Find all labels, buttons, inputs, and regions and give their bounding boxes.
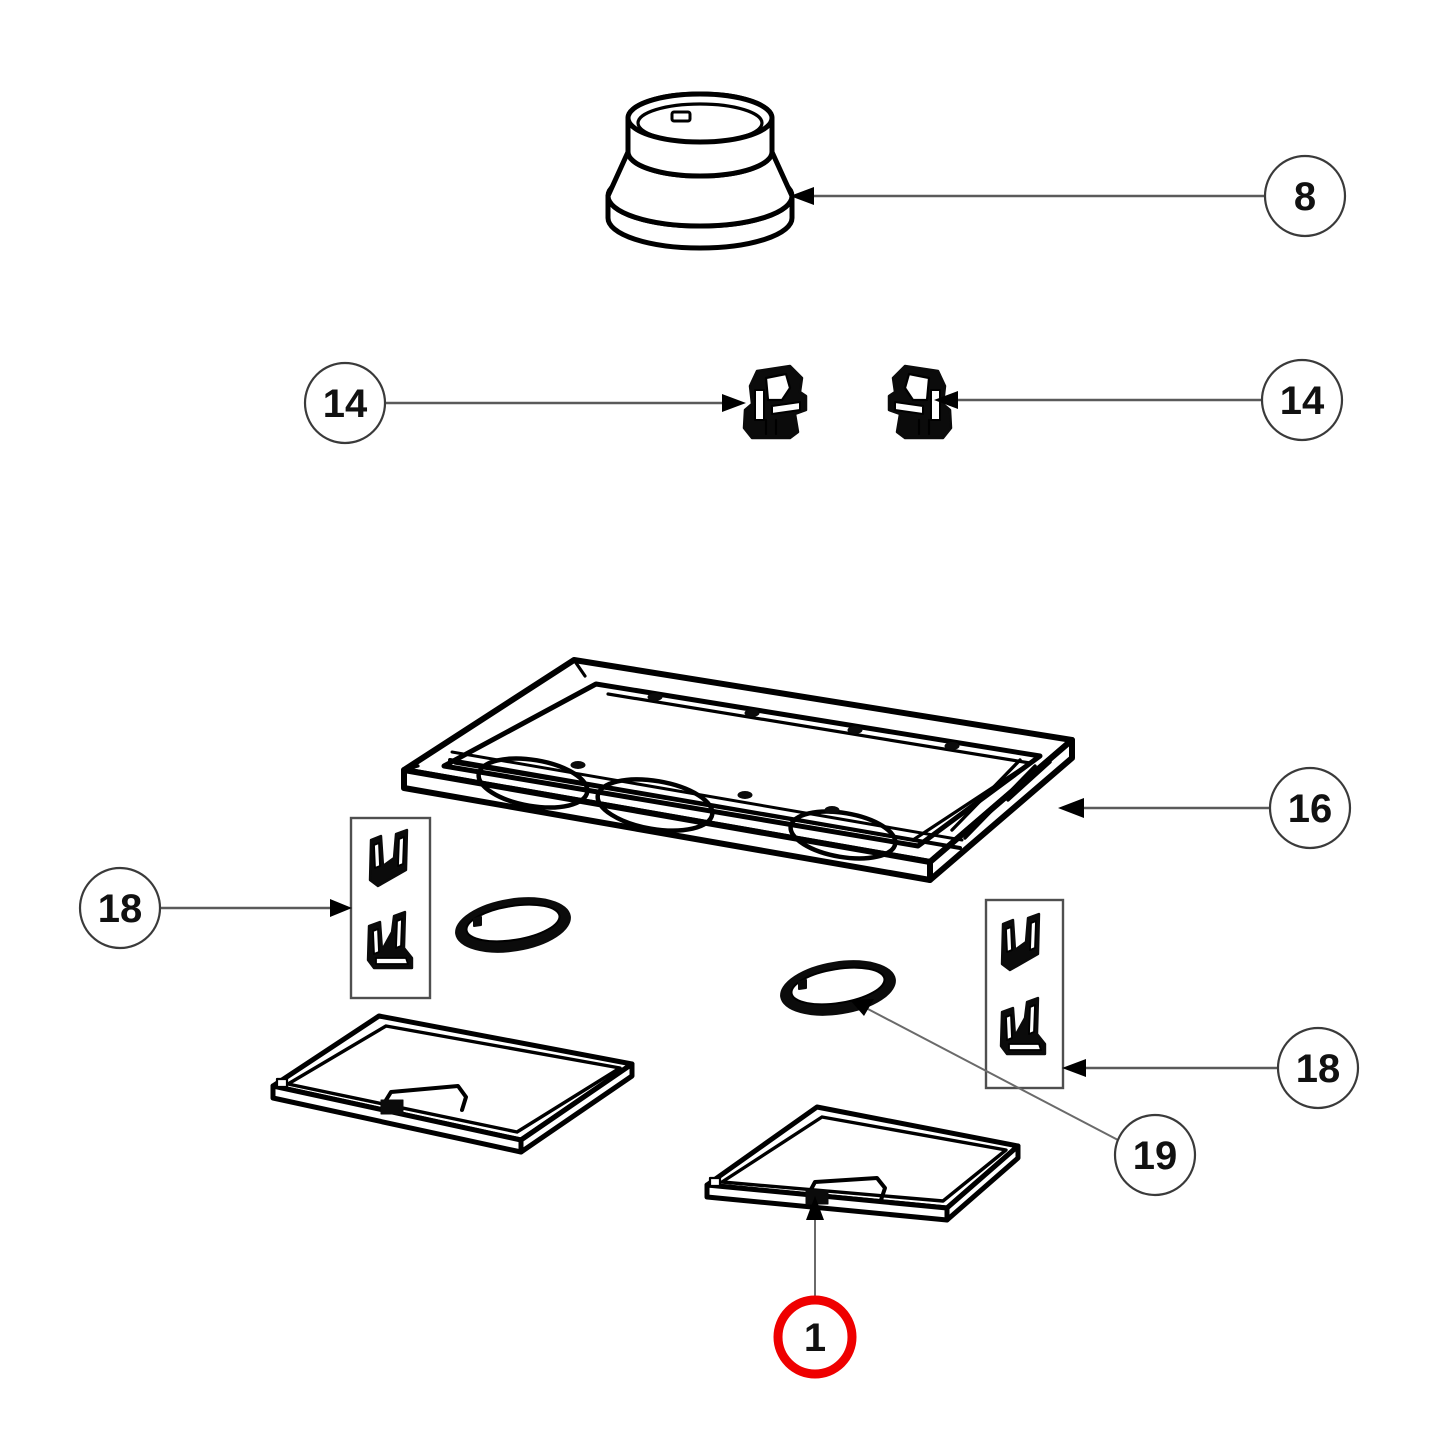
callout-18-right-circle[interactable] <box>1276 1026 1360 1110</box>
part-duct-transition-adapter[interactable] <box>605 91 795 251</box>
clip-kit-right-box-outline <box>984 898 1065 1090</box>
part-grease-filter-rear[interactable] <box>270 1013 635 1155</box>
part-clip-kit-box-left[interactable] <box>349 816 432 1000</box>
callout-18-left-label: 18 <box>98 887 143 931</box>
callout-14-left-label: 14 <box>323 382 368 426</box>
leader-callout-18-right <box>1062 1059 1278 1077</box>
bracket-left-flange-hi <box>771 401 801 415</box>
bracket-right-base-detail <box>917 418 931 436</box>
callout-16-label: 16 <box>1288 787 1333 831</box>
gasket-right-tab <box>798 979 807 990</box>
bracket-right-flange-hi <box>894 401 924 415</box>
part-oval-gasket-left[interactable] <box>452 890 575 960</box>
callout-14-right-label: 14 <box>1280 379 1325 423</box>
gasket-right-inner <box>790 966 886 1006</box>
leader-callout-14-left <box>385 394 746 412</box>
callout-14-right-circle[interactable] <box>1260 358 1344 442</box>
bracket-right-face-hi <box>903 372 931 402</box>
callout-19[interactable]: 19 <box>1113 1113 1197 1197</box>
bracket-left-base-detail <box>764 418 778 436</box>
callout-19-circle[interactable] <box>1113 1113 1197 1197</box>
filter-rear-inner-border <box>286 1024 622 1134</box>
callout-18-right-label: 18 <box>1296 1047 1341 1091</box>
adapter-locating-tab <box>670 110 692 123</box>
leader-callout-18-left <box>160 899 352 917</box>
part-clip-kit-box-right[interactable] <box>984 898 1065 1090</box>
part-grease-filter-front[interactable] <box>704 1104 1021 1223</box>
filter-front-handle <box>806 1176 887 1202</box>
callout-1-circle[interactable] <box>773 1295 857 1379</box>
frame-left-corner-detail <box>402 658 587 772</box>
frame-cross-rail <box>448 758 962 850</box>
callout-19-label: 19 <box>1133 1134 1178 1178</box>
bracket-left-slot <box>754 389 765 421</box>
callout-8-circle[interactable] <box>1263 154 1347 238</box>
leader-callout-16 <box>1058 798 1270 818</box>
frame-boss-marks <box>570 693 960 814</box>
clip-kit-left-item-lower <box>366 910 414 970</box>
frame-cutout-2 <box>595 777 715 833</box>
gasket-left-tab <box>473 916 482 927</box>
callout-1-label: 1 <box>804 1316 826 1360</box>
clip-kit-left-box-outline <box>349 816 432 1000</box>
clip-kit-left-item-upper <box>368 828 409 888</box>
leader-callout-8 <box>790 187 1265 205</box>
bracket-right-slot <box>930 389 941 421</box>
callout-16-circle[interactable] <box>1268 766 1352 850</box>
adapter-inner-bore <box>636 102 764 144</box>
callout-14-left-circle[interactable] <box>303 361 387 445</box>
clip-kit-right-item-upper <box>1000 912 1041 972</box>
callout-14-left[interactable]: 14 <box>303 361 387 445</box>
callout-1-highlighted[interactable]: 1 <box>773 1295 857 1379</box>
part-main-housing-frame[interactable] <box>401 657 1075 883</box>
filter-front-right-edge <box>944 1143 1021 1223</box>
callout-8-label: 8 <box>1294 175 1316 219</box>
frame-right-end-detail <box>950 758 1052 840</box>
filter-rear-handle-base <box>380 1099 404 1115</box>
filter-rear-corner-rivet <box>275 1077 289 1089</box>
part-mounting-bracket-right[interactable] <box>887 364 953 440</box>
bracket-left-face-hi <box>764 372 792 402</box>
frame-cutout-3 <box>788 809 898 861</box>
filter-rear-handle <box>381 1084 468 1112</box>
frame-cutout-1 <box>476 756 590 810</box>
clip-kit-right-item-lower <box>999 996 1047 1056</box>
callout-18-right[interactable]: 18 <box>1276 1026 1360 1110</box>
frame-cross-rail-edge <box>450 750 964 842</box>
callout-8[interactable]: 8 <box>1263 154 1347 238</box>
filter-rear-right-edge <box>518 1061 635 1155</box>
gasket-left-inner <box>465 903 561 943</box>
filter-front-inner-border <box>720 1115 1008 1203</box>
callout-18-left-circle[interactable] <box>78 866 162 950</box>
callout-14-right[interactable]: 14 <box>1260 358 1344 442</box>
callout-18-left[interactable]: 18 <box>78 866 162 950</box>
leader-callout-19 <box>850 999 1119 1141</box>
frame-inner-opening <box>441 681 1043 849</box>
part-oval-gasket-right[interactable] <box>777 953 900 1023</box>
leader-callout-14-right <box>934 391 1262 409</box>
part-mounting-bracket-left[interactable] <box>742 364 808 440</box>
filter-front-corner-rivet <box>708 1176 722 1188</box>
callout-16[interactable]: 16 <box>1268 766 1352 850</box>
leader-callout-1 <box>806 1196 824 1300</box>
filter-rear-top-face <box>270 1013 635 1143</box>
